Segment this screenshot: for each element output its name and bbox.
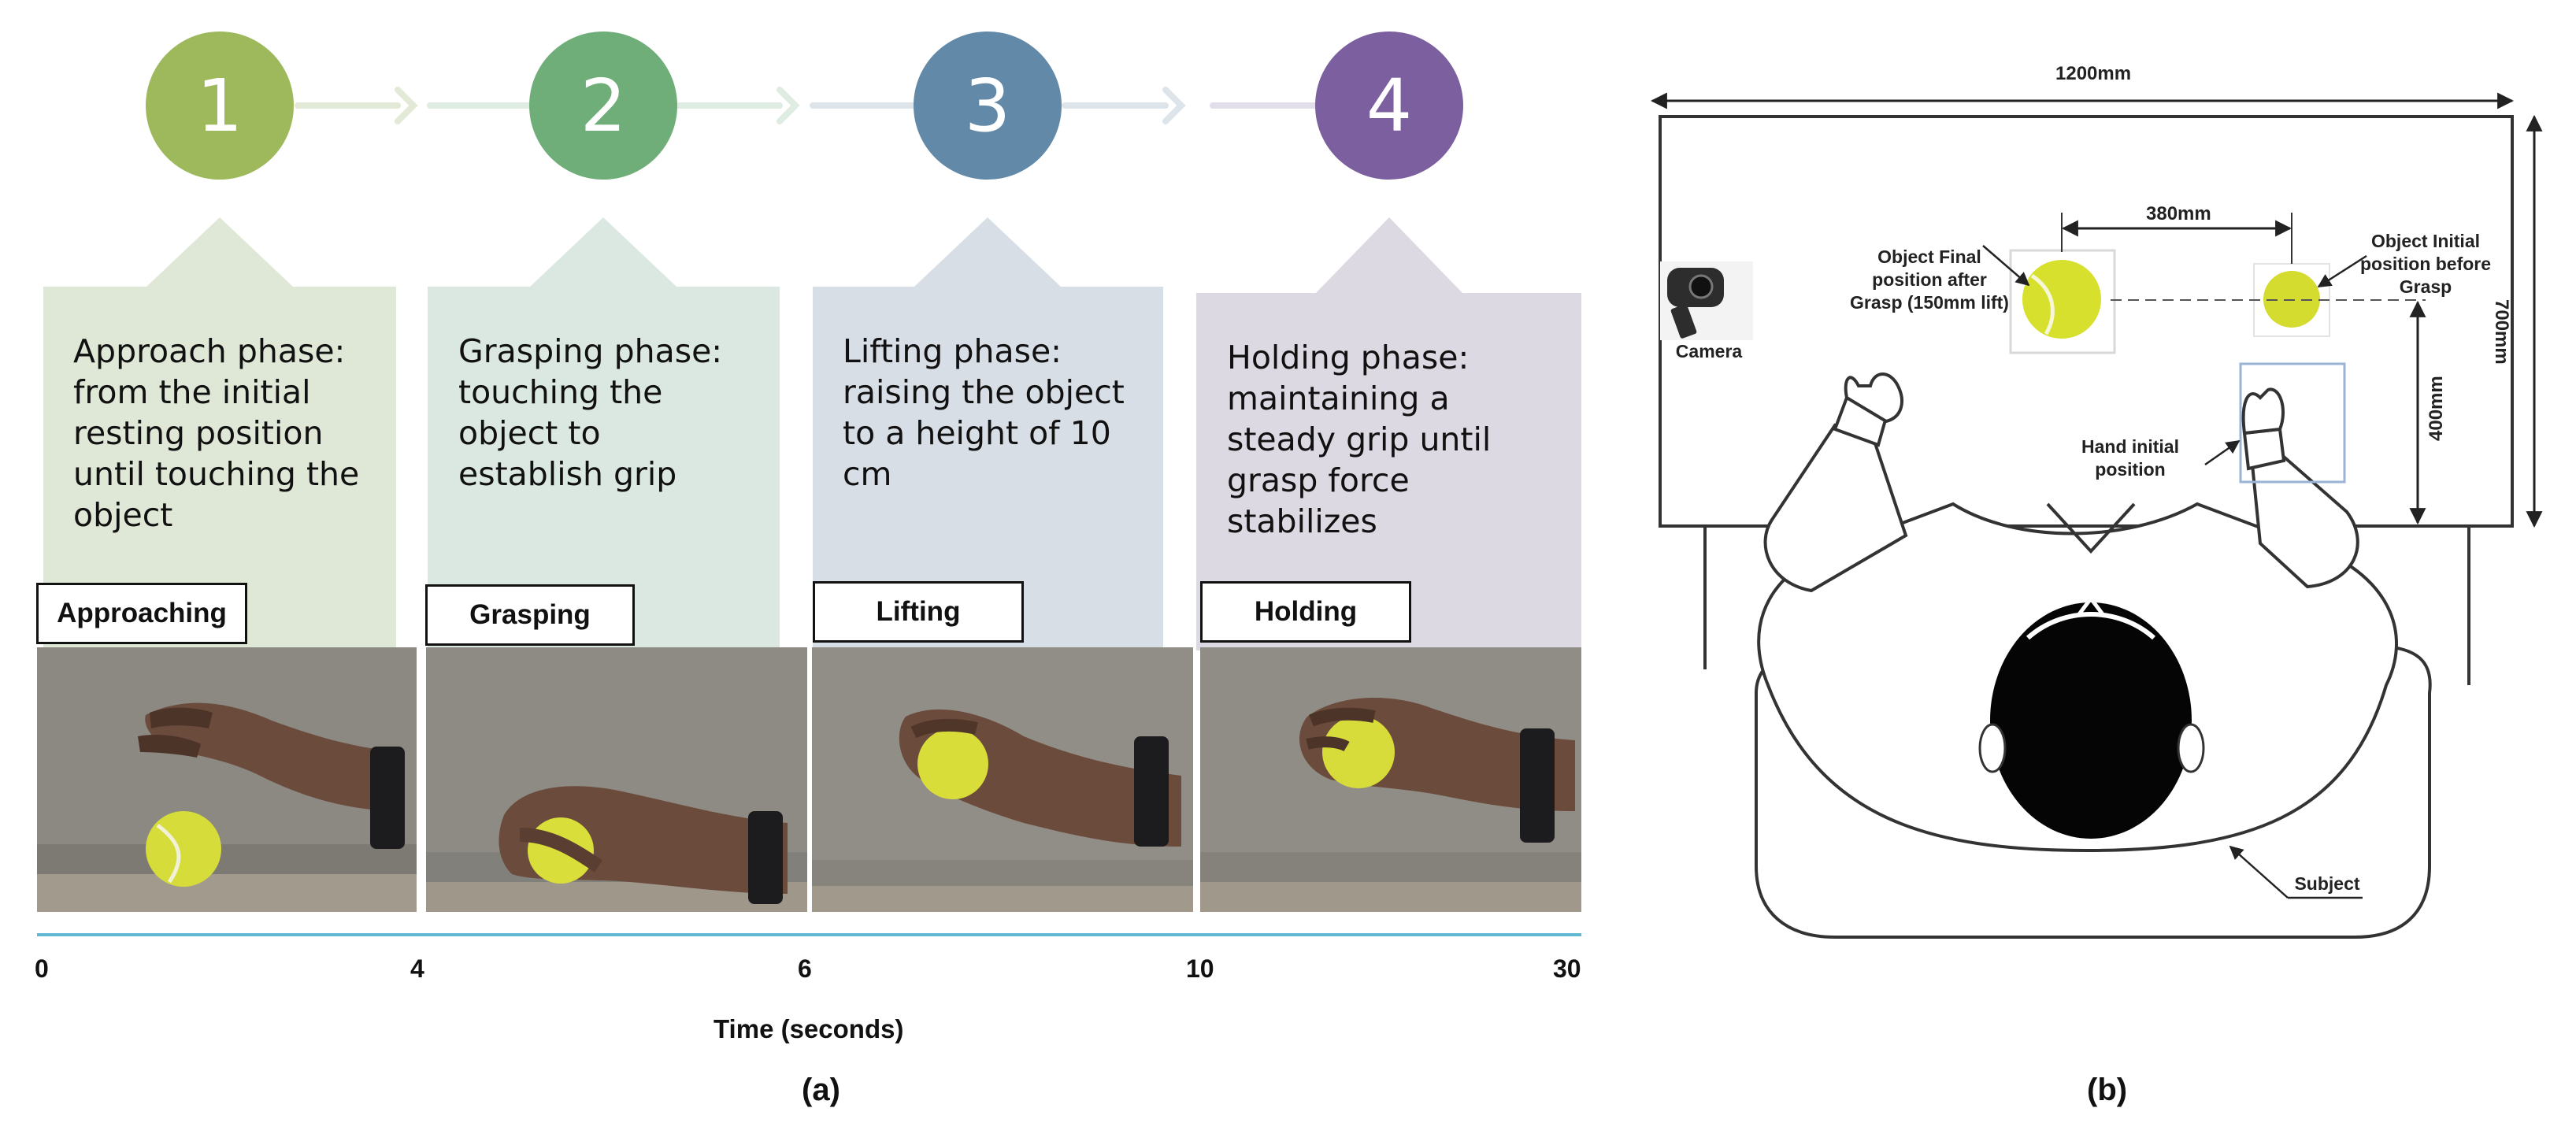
- step-3-circle: [914, 32, 1062, 180]
- subject-right-arm: [2250, 454, 2359, 589]
- photo-grasping: [426, 647, 807, 912]
- step-connectors: [295, 87, 1320, 124]
- phase-2-description: Grasping phase: touching the object to e…: [458, 332, 723, 493]
- step-1-number: 1: [196, 63, 243, 148]
- object-final-label: Object Final position after Grasp (150mm…: [1850, 246, 2009, 313]
- phase-3-title: Lifting: [813, 581, 1024, 643]
- camera-icon: [1660, 261, 1753, 340]
- photo-lifting: [812, 647, 1193, 912]
- subject-label: Subject: [2294, 873, 2360, 894]
- height-label: 700mm: [2491, 299, 2512, 365]
- time-tick-6: 6: [798, 954, 812, 983]
- hand-initial-label: Hand initial position: [2081, 436, 2179, 480]
- step-4-number: 4: [1366, 63, 1413, 148]
- width-label: 1200mm: [2055, 63, 2132, 84]
- phase-4-description: Holding phase: maintaining a steady grip…: [1227, 339, 1492, 540]
- phase-card-3: [813, 217, 1163, 650]
- step-4-circle: [1315, 32, 1463, 180]
- phase-2-title: Grasping: [425, 584, 635, 646]
- object-initial-label: Object Initial position before Grasp: [2359, 231, 2492, 297]
- distance-label: 380mm: [2146, 203, 2211, 224]
- phase-card-4: [1196, 217, 1581, 650]
- time-tick-10: 10: [1186, 954, 1214, 983]
- connector-chevron-1: [395, 87, 418, 124]
- phase-1-description: Approach phase: from the initial resting…: [73, 332, 360, 534]
- phase-4-title: Holding: [1200, 581, 1411, 643]
- connector-chevron-3: [1162, 87, 1186, 124]
- panel-a-caption: (a): [802, 1073, 840, 1107]
- depth-label: 400mm: [2426, 376, 2447, 441]
- phase-3-description: Lifting phase: raising the object to a h…: [843, 332, 1125, 493]
- time-tick-30: 30: [1553, 954, 1581, 983]
- step-2-number: 2: [580, 63, 627, 148]
- time-axis-title: Time (seconds): [713, 1014, 904, 1043]
- photo-holding: [1200, 647, 1581, 912]
- subject-left-arm: [1763, 423, 1908, 593]
- phase-card-2: [428, 217, 780, 650]
- panel-b-caption: (b): [2087, 1073, 2128, 1107]
- time-tick-0: 0: [35, 954, 49, 983]
- phase-card-1: [43, 217, 396, 650]
- step-2-circle: [529, 32, 677, 180]
- subject-head: [1990, 602, 2192, 839]
- step-3-number: 3: [964, 63, 1011, 148]
- connector-chevron-2: [777, 87, 800, 124]
- step-1-circle: [146, 32, 294, 180]
- photo-approaching: [37, 647, 417, 912]
- object-final-ball: [2022, 260, 2101, 339]
- camera-label: Camera: [1675, 341, 1743, 361]
- hand-initial-box: [2239, 362, 2346, 484]
- time-tick-4: 4: [410, 954, 424, 983]
- phase-1-title: Approaching: [36, 583, 247, 644]
